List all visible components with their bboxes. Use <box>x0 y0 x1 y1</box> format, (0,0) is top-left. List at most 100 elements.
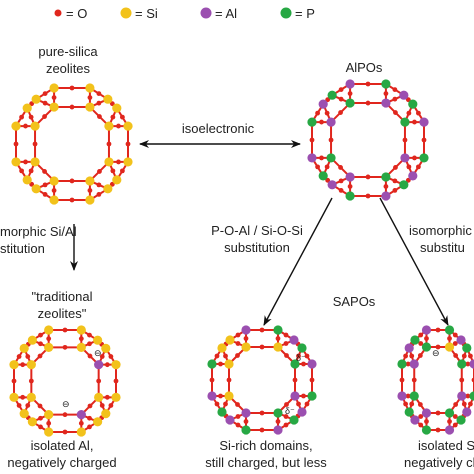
silicon-atom <box>9 392 19 402</box>
silicon-atom <box>217 343 227 353</box>
oxygen-atom <box>324 164 330 170</box>
oxygen-atom <box>38 415 43 421</box>
oxygen-atom <box>453 353 459 358</box>
oxygen-atom <box>452 422 458 428</box>
phosphorus-atom <box>421 342 432 352</box>
oxygen-atom <box>214 401 220 407</box>
phosphorus-atom <box>409 391 419 401</box>
oxygen-atom <box>392 96 398 102</box>
oxygen-atom <box>392 188 398 193</box>
oxygen-atom <box>78 336 84 342</box>
oxygen-atom <box>412 119 417 125</box>
aluminium-atom <box>397 391 407 401</box>
phosphorus-atom <box>297 343 307 353</box>
oxygen-atom <box>243 419 249 424</box>
aluminium-atom <box>76 410 86 420</box>
mid-substitution-arrow <box>263 197 333 326</box>
phosphorus-atom <box>318 171 328 181</box>
charge-minus-trad-bottom: ⊖ <box>62 399 70 409</box>
phosphorus-atom <box>410 335 420 345</box>
phosphorus-atom <box>457 359 467 369</box>
oxygen-atom <box>421 137 427 143</box>
oxygen-atom <box>116 159 121 165</box>
phosphorus-atom <box>408 99 418 109</box>
aluminium-atom <box>457 391 467 401</box>
silicon-atom <box>19 343 29 353</box>
oxygen-atom <box>383 91 389 96</box>
oxygen-atom <box>38 424 43 430</box>
phosphorus-swatch-icon <box>280 7 292 19</box>
oxygen-atom <box>309 377 315 383</box>
oxygen-atom <box>51 188 57 193</box>
oxygen-atom <box>28 378 34 384</box>
oxygen-atom <box>424 419 429 424</box>
oxygen-atom <box>78 420 84 426</box>
silicon-atom <box>76 325 86 335</box>
oxygen-atom <box>108 354 114 359</box>
aluminium-atom <box>345 172 355 182</box>
silicon-atom <box>85 176 95 186</box>
oxygen-atom <box>235 341 241 346</box>
legend-label-o: = O <box>66 6 87 21</box>
phosphorus-atom <box>469 391 474 401</box>
oxygen-atom <box>338 178 344 184</box>
oxygen-atom <box>120 168 125 174</box>
oxygen-atom <box>96 378 102 384</box>
oxygen-atom <box>25 403 31 408</box>
aluminium-atom <box>327 180 337 190</box>
silicon-atom <box>123 121 133 131</box>
oxygen-atom <box>447 336 452 341</box>
charge-delta-sapo-bottom: δ⁻ <box>285 406 295 416</box>
oxygen-atom <box>87 332 92 338</box>
oxygen-atom <box>365 174 371 180</box>
oxygen-atom <box>338 96 344 102</box>
oxygen-atom <box>409 401 415 407</box>
oxygen-atom <box>214 353 220 359</box>
legend-label-al: = Al <box>215 6 237 21</box>
aluminium-atom <box>409 359 419 369</box>
silicon-atom <box>30 157 40 167</box>
oxygen-atom <box>347 91 353 96</box>
oxygen-atom <box>296 353 301 359</box>
isoelectronic-label: isoelectronic <box>182 121 255 136</box>
legend-item-si: = Si <box>120 6 158 21</box>
oxygen-atom <box>338 110 343 115</box>
oxygen-atom <box>110 114 116 120</box>
oxygen-atom <box>16 354 22 359</box>
title-traditional-line2: zeolites" <box>38 306 87 321</box>
oxygen-atom <box>209 377 215 383</box>
aluminium-atom <box>241 325 251 335</box>
legend-item-al: = Al <box>200 6 237 21</box>
silicon-atom <box>76 427 86 437</box>
oxygen-atom <box>62 412 68 418</box>
oxygen-atom <box>96 192 102 197</box>
mid-substitution-label-line1: P-O-Al / Si-O-Si <box>211 223 303 238</box>
title-sapos: SAPOs <box>333 294 376 309</box>
oxygen-atom <box>69 104 75 110</box>
oxygen-atom <box>461 353 467 359</box>
caption-mid-line1: Si-rich domains, <box>219 438 312 453</box>
oxygen-atom <box>424 336 429 341</box>
oxygen-atom <box>87 188 93 193</box>
oxygen-atom <box>301 393 306 399</box>
silicon-atom <box>76 342 86 352</box>
silicon-atom <box>101 409 111 419</box>
silicon-atom <box>103 184 113 194</box>
oxygen-atom <box>259 327 265 333</box>
oxygen-atom <box>435 327 441 333</box>
silicon-atom <box>49 195 59 205</box>
oxygen-atom <box>87 353 93 359</box>
oxygen-atom <box>37 353 43 359</box>
oxygen-atom <box>235 332 241 338</box>
silicon-atom <box>112 175 122 185</box>
phosphorus-atom <box>327 90 337 100</box>
title-traditional-line1: "traditional <box>32 289 93 304</box>
aluminium-atom <box>207 391 217 401</box>
oxygen-atom <box>406 110 412 116</box>
aluminium-atom <box>241 408 251 418</box>
oxygen-atom <box>468 401 473 407</box>
caption-right-line1: isolated S <box>418 438 474 453</box>
oxygen-atom <box>42 91 48 96</box>
oxygen-atom <box>315 164 320 170</box>
aluminium-atom <box>421 325 432 335</box>
